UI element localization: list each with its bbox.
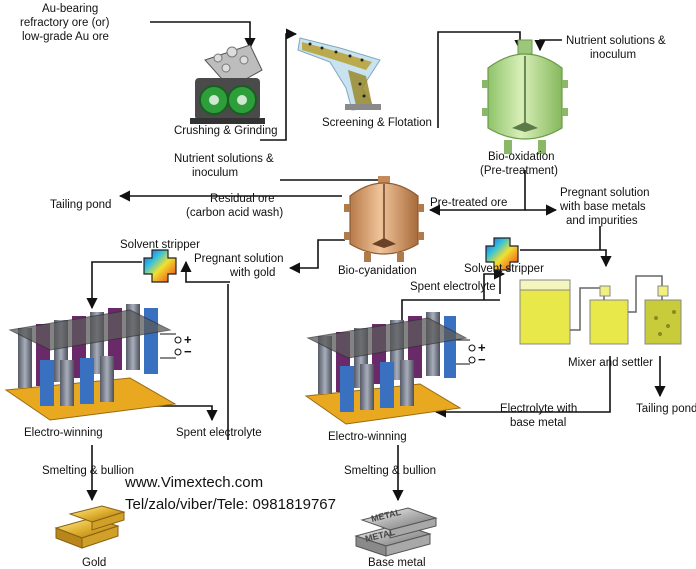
ore-label: refractory ore (or) [20,17,110,29]
gold-label: Gold [82,557,106,569]
smelting-right-label: Smelting & bullion [344,465,436,477]
ew-right-label: Electro-winning [328,431,407,443]
minus-terminal-left: − [184,344,192,359]
pregnant-base-label: Pregnant solution [560,187,650,199]
solvent-stripper-left-icon [143,249,177,283]
watermark-site: www.Vimextech.com [125,474,264,491]
electrolyte-label: Electrolyte with [500,403,577,415]
biox-label: Bio-oxidation [488,151,554,163]
nutrient-mid-label: inoculum [192,167,238,179]
minus-terminal-right: − [478,352,486,367]
residual-label: (carbon acid wash) [186,207,283,219]
screening-label: Screening & Flotation [322,117,432,129]
biocyan-label: Bio-cyanidation [338,265,417,277]
solvent-left-label: Solvent stripper [120,239,200,251]
plus-terminal-left: + [184,332,192,347]
pregnant-gold-label: Pregnant solution [194,253,284,265]
screening-flotation-unit [297,37,381,111]
bio-cyanidation-reactor [344,176,424,262]
electro-winning-cell-right [304,312,476,425]
plus-terminal-right: + [478,340,486,355]
smelting-left-label: Smelting & bullion [42,465,134,477]
spent-left-label: Spent electrolyte [176,427,262,439]
pregnant-base-label: with base metals [559,201,646,213]
mixer-label: Mixer and settler [568,357,653,369]
solvent-stripper-right-icon [485,237,519,271]
flow-arrows [86,21,666,502]
nutrient-top-label: inoculum [590,49,636,61]
ore-label: Au-bearing [42,3,98,15]
bio-oxidation-reactor [482,39,568,154]
biox-label: (Pre-treatment) [480,165,558,177]
pregnant-gold-label: with gold [229,267,275,279]
nutrient-top-label: Nutrient solutions & [566,35,666,47]
crusher-grinder [190,44,265,124]
base-metal-bars-icon: METAL METAL [354,507,438,557]
nutrient-mid-label: Nutrient solutions & [174,153,274,165]
tailing-pond-right-label: Tailing pond [636,403,696,415]
crushing-label: Crushing & Grinding [174,125,278,137]
gold-bars-icon [54,505,126,549]
base-metal-label: Base metal [368,557,426,569]
residual-label: Residual ore [210,193,275,205]
ore-label: low-grade Au ore [22,31,109,43]
tailing-pond-left-label: Tailing pond [50,199,111,211]
pretreated-label: Pre-treated ore [430,197,507,209]
electro-winning-cell-left [4,304,182,421]
pregnant-base-label: and impurities [566,215,638,227]
spent-top-label: Spent electrolyte [410,281,496,293]
solvent-right-label: Solvent stripper [464,263,544,275]
diagram-labels: Au-bearing refractory ore (or) low-grade… [20,3,696,569]
mixer-settler-tanks [519,275,682,345]
watermark-phone: Tel/zalo/viber/Tele: 0981819767 [125,496,336,513]
ew-left-label: Electro-winning [24,427,103,439]
electrolyte-label: base metal [510,417,566,429]
